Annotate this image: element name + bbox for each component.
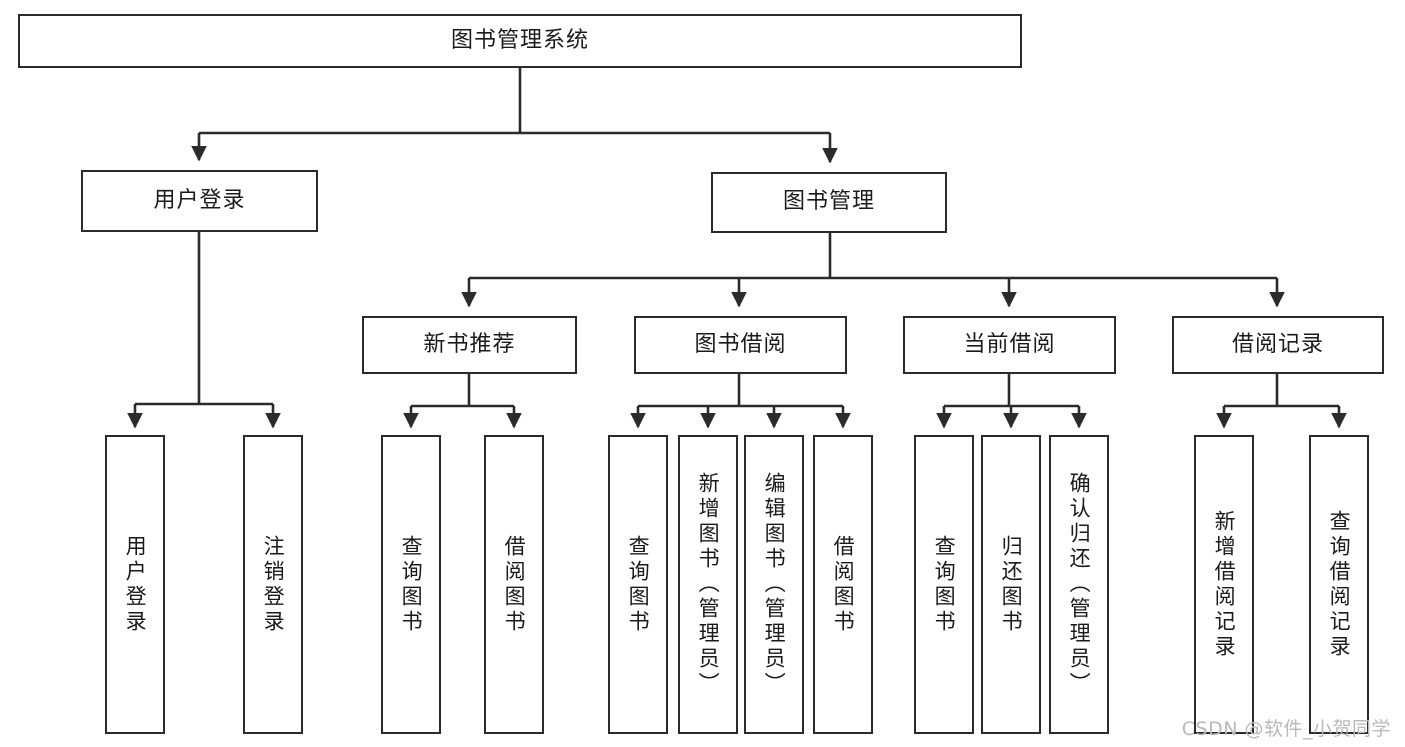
node-label: 归还图书 — [999, 534, 1024, 635]
node-label: 查询图书 — [399, 534, 424, 635]
node-label: 图书借阅 — [694, 331, 787, 357]
leaf-user-login-signin[interactable]: 用户登录 — [105, 435, 165, 734]
node-book-management[interactable]: 图书管理 — [711, 172, 947, 233]
node-label: 借阅记录 — [1231, 331, 1324, 357]
node-label: 图书管理 — [782, 189, 875, 215]
leaf-book-borrow-add[interactable]: 新增图书（管理员） — [678, 435, 738, 734]
leaf-borrow-record-query[interactable]: 查询借阅记录 — [1309, 435, 1369, 734]
node-label: 查询图书 — [932, 534, 957, 635]
leaf-new-book-query[interactable]: 查询图书 — [381, 435, 441, 734]
node-user-login[interactable]: 用户登录 — [81, 170, 318, 232]
node-root-system[interactable]: 图书管理系统 — [18, 14, 1022, 68]
node-label: 当前借阅 — [963, 331, 1056, 357]
leaf-book-borrow-lend[interactable]: 借阅图书 — [813, 435, 873, 734]
leaf-book-borrow-query[interactable]: 查询图书 — [608, 435, 668, 734]
node-new-book-recommend[interactable]: 新书推荐 — [362, 316, 577, 374]
leaf-current-borrow-return[interactable]: 归还图书 — [981, 435, 1041, 734]
leaf-book-borrow-edit[interactable]: 编辑图书（管理员） — [744, 435, 804, 734]
node-label: 查询图书 — [626, 534, 651, 635]
node-label: 借阅图书 — [831, 534, 856, 635]
node-label: 新增借阅记录 — [1212, 509, 1237, 660]
node-label: 用户登录 — [153, 187, 246, 213]
leaf-current-borrow-query[interactable]: 查询图书 — [914, 435, 974, 734]
node-label: 用户登录 — [123, 534, 148, 635]
node-borrow-record[interactable]: 借阅记录 — [1172, 316, 1384, 374]
node-label: 新书推荐 — [423, 331, 516, 357]
node-label: 图书管理系统 — [450, 27, 589, 53]
leaf-borrow-record-add[interactable]: 新增借阅记录 — [1194, 435, 1254, 734]
node-current-borrow[interactable]: 当前借阅 — [903, 316, 1116, 374]
node-label: 注销登录 — [261, 534, 286, 635]
node-label: 新增图书（管理员） — [696, 472, 721, 697]
leaf-new-book-borrow[interactable]: 借阅图书 — [484, 435, 544, 734]
watermark-text: CSDN @软件_小贺同学 — [1181, 718, 1391, 740]
node-label: 借阅图书 — [502, 534, 527, 635]
leaf-current-borrow-confirm[interactable]: 确认归还（管理员） — [1049, 435, 1109, 734]
node-label: 查询借阅记录 — [1327, 509, 1352, 660]
node-book-borrow[interactable]: 图书借阅 — [634, 316, 847, 374]
node-label: 编辑图书（管理员） — [762, 472, 787, 697]
node-label: 确认归还（管理员） — [1067, 472, 1092, 697]
leaf-user-login-signout[interactable]: 注销登录 — [243, 435, 303, 734]
